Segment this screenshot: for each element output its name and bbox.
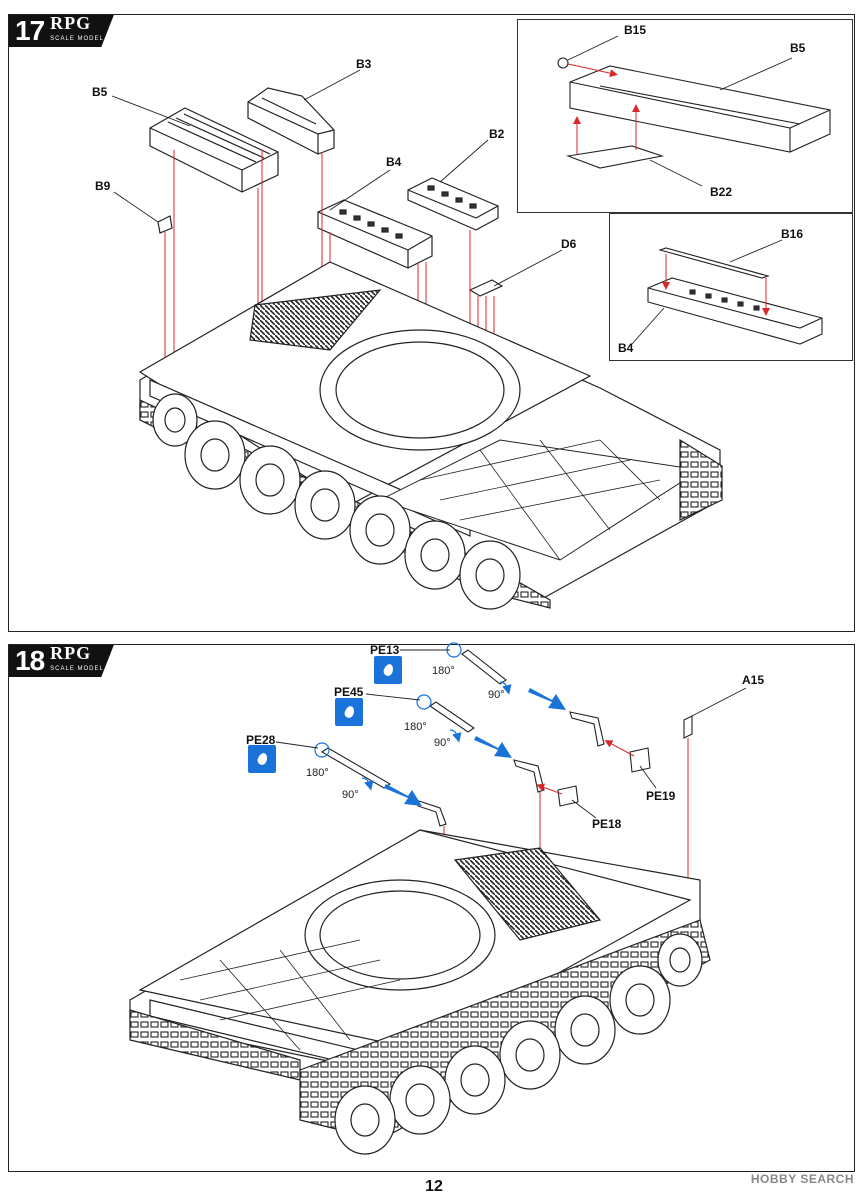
inset-a-arrows — [567, 63, 640, 154]
label-b15: B15 — [624, 23, 646, 37]
road-wheels-step17 — [152, 393, 521, 610]
label-pe18: PE18 — [592, 817, 622, 831]
angle-180-pe13: 180° — [432, 665, 455, 677]
glue-icon — [374, 656, 402, 684]
part-b3 — [247, 87, 335, 155]
road-wheels-step18 — [334, 933, 703, 1155]
label-inset-b4: B4 — [618, 341, 634, 355]
step-18-number: 18 — [15, 645, 45, 676]
inset-b4-drawing — [647, 247, 823, 345]
label-b16: B16 — [781, 227, 803, 241]
watermark: HOBBY SEARCH — [750, 1172, 854, 1186]
label-pe19: PE19 — [646, 789, 676, 803]
label-b5: B5 — [92, 85, 108, 99]
inset-b5-drawing — [557, 57, 831, 169]
label-a15: A15 — [742, 673, 764, 687]
angle-90-pe13: 90° — [488, 689, 505, 701]
pe-leader-lines — [275, 649, 747, 819]
label-pe28: PE28 — [246, 733, 276, 747]
label-b9: B9 — [95, 179, 111, 193]
label-b4: B4 — [386, 155, 402, 169]
label-inset-b5: B5 — [790, 41, 806, 55]
label-pe45: PE45 — [334, 685, 364, 699]
label-b2: B2 — [489, 127, 505, 141]
label-b22: B22 — [710, 185, 732, 199]
part-b4 — [317, 199, 433, 269]
label-pe13: PE13 — [370, 643, 400, 657]
inset-b-arrows — [662, 254, 770, 316]
inset-b-leaders — [631, 239, 783, 345]
part-b5 — [149, 107, 279, 193]
label-d6: D6 — [561, 237, 577, 251]
step-17-number: 17 — [15, 15, 45, 46]
part-b2 — [407, 177, 499, 231]
angle-180-pe28: 180° — [306, 767, 329, 779]
page-number: 12 — [425, 1178, 443, 1195]
blue-step-arrows — [384, 688, 566, 806]
glue-icon — [248, 745, 276, 773]
angle-90-pe45: 90° — [434, 737, 451, 749]
hull-step18 — [129, 829, 711, 1141]
angle-180-pe45: 180° — [404, 721, 427, 733]
part-d6 — [468, 279, 504, 297]
photo-etch-parts — [320, 649, 693, 827]
label-b3: B3 — [356, 57, 372, 71]
angle-90-pe28: 90° — [342, 789, 359, 801]
part-b9 — [157, 215, 173, 234]
glue-icon — [335, 698, 363, 726]
leader-lines — [111, 69, 563, 287]
inset-a-leaders — [567, 35, 793, 187]
